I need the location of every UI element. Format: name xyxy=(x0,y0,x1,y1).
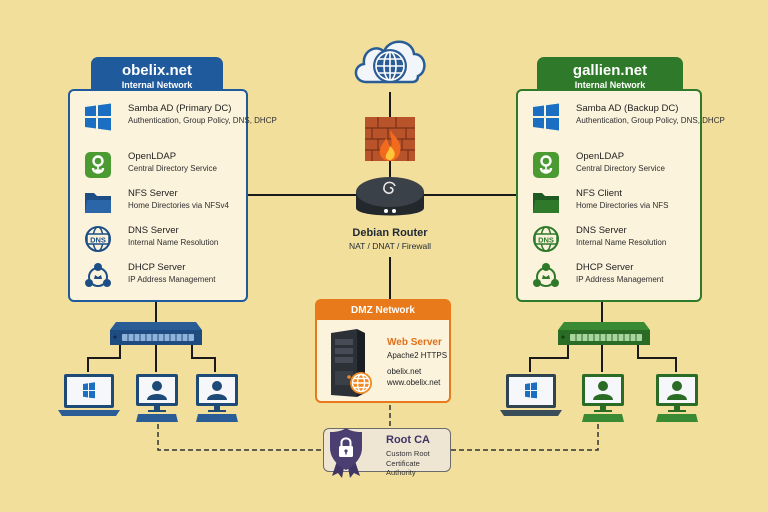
dmz-network-box: DMZ Network Web Server Apache2 HTTPS obe… xyxy=(315,299,451,403)
cloud-globe-icon xyxy=(354,40,426,84)
debian-router xyxy=(350,170,430,224)
windows-icon xyxy=(83,382,95,399)
dhcp-network-icon xyxy=(85,263,111,287)
windows-icon xyxy=(525,382,537,399)
left-service-dhcp: DHCP Server IP Address Management xyxy=(84,262,284,296)
folder-icon xyxy=(533,193,559,213)
debian-router-icon xyxy=(356,177,424,216)
service-title: NFS Server xyxy=(128,188,178,199)
web-server-domain: obelix.net xyxy=(387,367,422,376)
shield-lock-icon xyxy=(330,428,362,478)
left-switch-laptop-link xyxy=(87,345,121,372)
web-server-domain: www.obelix.net xyxy=(387,378,441,387)
left-network-box: Samba AD (Primary DC) Authentication, Gr… xyxy=(68,89,277,302)
web-server-icon xyxy=(331,329,372,397)
firewall-icon xyxy=(365,117,415,161)
right-switch-desktop2-link xyxy=(637,345,677,372)
right-network-switch xyxy=(558,322,650,345)
left-network-name: obelix.net xyxy=(121,62,192,79)
service-desc: Home Directories via NFSv4 xyxy=(128,201,229,210)
left-service-dns: DNS DNS Server Internal Name Resolution xyxy=(84,225,284,259)
user-icon xyxy=(598,381,608,391)
user-icon xyxy=(672,381,682,391)
service-desc: IP Address Management xyxy=(576,275,664,284)
service-title: DNS Server xyxy=(128,225,179,236)
left-client-desktop-2 xyxy=(196,374,238,422)
service-title: DNS Server xyxy=(576,225,627,236)
router-title: Debian Router xyxy=(352,227,428,239)
windows-icon xyxy=(85,103,111,131)
service-title: OpenLDAP xyxy=(128,151,177,162)
root-ca-line2: Certificate Authority xyxy=(386,459,420,477)
service-title: OpenLDAP xyxy=(576,151,625,162)
user-icon xyxy=(152,381,162,391)
left-network-subtitle: Internal Network xyxy=(121,80,193,90)
left-switch-desktop2-link xyxy=(191,345,216,372)
service-title: Samba AD (Backup DC) xyxy=(576,103,679,114)
service-desc: Internal Name Resolution xyxy=(576,238,667,247)
internet-cloud xyxy=(350,30,430,94)
firewall xyxy=(364,116,416,162)
windows-icon xyxy=(533,103,559,131)
service-title: DHCP Server xyxy=(128,262,186,273)
left-service-openldap: OpenLDAP Central Directory Service xyxy=(84,151,284,185)
dhcp-network-icon xyxy=(533,263,559,287)
web-server-title: Web Server xyxy=(387,337,442,348)
right-switch-laptop-link xyxy=(529,345,569,372)
left-client-windows-laptop xyxy=(58,374,120,416)
right-service-dns: DNS DNS Server Internal Name Resolution xyxy=(532,225,732,259)
svg-text:DNS: DNS xyxy=(90,236,106,245)
right-client-desktop-2 xyxy=(656,374,698,422)
service-title: Samba AD (Primary DC) xyxy=(128,103,232,114)
dmz-header: DMZ Network xyxy=(317,301,449,320)
user-icon xyxy=(212,381,222,391)
right-service-nfs: NFS Client Home Directories via NFS xyxy=(532,188,732,222)
service-desc: Authentication, Group Policy, DNS, DHCP xyxy=(128,116,277,125)
right-network-box: Samba AD (Backup DC) Authentication, Gro… xyxy=(516,89,725,302)
folder-icon xyxy=(85,193,111,213)
right-service-dhcp: DHCP Server IP Address Management xyxy=(532,262,732,296)
service-title: NFS Client xyxy=(576,188,622,199)
right-network-name: gallien.net xyxy=(572,62,648,79)
root-ca-line1: Custom Root xyxy=(386,449,430,458)
router-subtitle: NAT / DNAT / Firewall xyxy=(348,241,432,251)
left-service-samba: Samba AD (Primary DC) Authentication, Gr… xyxy=(84,103,284,137)
openldap-icon xyxy=(533,152,559,178)
service-desc: Central Directory Service xyxy=(128,164,217,173)
openldap-icon xyxy=(85,152,111,178)
service-desc: Authentication, Group Policy, DNS, DHCP xyxy=(576,116,725,125)
right-service-samba: Samba AD (Backup DC) Authentication, Gro… xyxy=(532,103,732,137)
left-network-switch xyxy=(110,322,202,345)
root-ca-title: Root CA xyxy=(386,434,430,446)
right-client-windows-laptop xyxy=(500,374,562,416)
right-network-subtitle: Internal Network xyxy=(574,80,646,90)
web-server-subtitle: Apache2 HTTPS xyxy=(387,351,448,360)
service-title: DHCP Server xyxy=(576,262,634,273)
svg-text:DNS: DNS xyxy=(538,236,554,245)
dns-globe-icon: DNS xyxy=(533,226,559,252)
service-desc: Central Directory Service xyxy=(576,164,665,173)
right-service-openldap: OpenLDAP Central Directory Service xyxy=(532,151,732,185)
service-desc: Internal Name Resolution xyxy=(128,238,219,247)
service-desc: IP Address Management xyxy=(128,275,216,284)
left-ca-trust-link xyxy=(157,424,323,451)
right-ca-trust-link xyxy=(451,424,599,451)
left-service-nfs: NFS Server Home Directories via NFSv4 xyxy=(84,188,284,222)
dns-globe-icon: DNS xyxy=(85,226,111,252)
right-client-desktop-1 xyxy=(582,374,624,422)
service-desc: Home Directories via NFS xyxy=(576,201,669,210)
left-client-desktop-1 xyxy=(136,374,178,422)
